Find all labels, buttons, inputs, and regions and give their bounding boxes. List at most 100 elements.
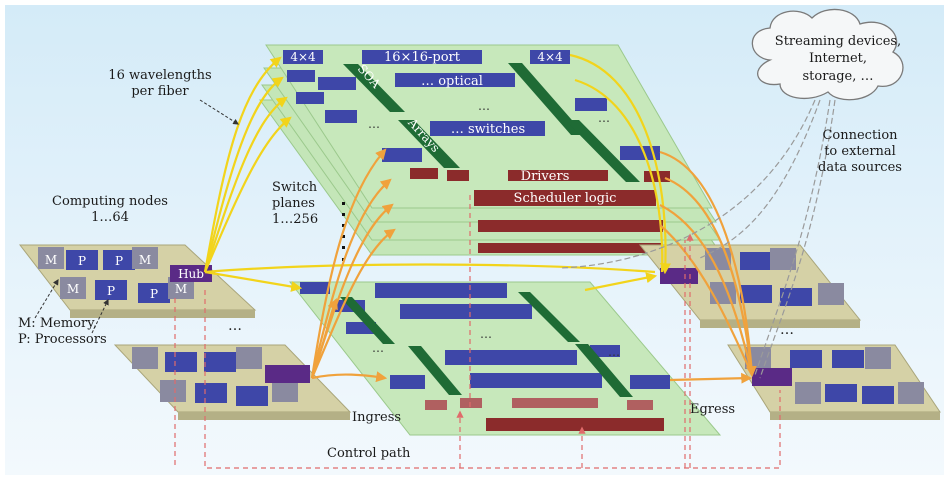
computing-nodes-label: Computing nodes 1…64	[40, 194, 180, 226]
hub-label: Hub	[178, 267, 204, 281]
processor-chip	[95, 280, 127, 300]
cloud-line2: Internet,	[809, 51, 867, 66]
chip-label: M	[45, 253, 57, 267]
port-16x16-chip	[362, 50, 482, 64]
egress-fibers-top	[569, 53, 671, 292]
computing-node-top-left: M P P M M P P M Hub	[18, 244, 257, 318]
lower-switch-plane: … … …	[288, 281, 722, 436]
wavelengths-line1: 16 wavelengths	[108, 68, 212, 83]
processor-chip	[66, 250, 98, 270]
soa-array-bar	[408, 346, 462, 395]
processor-chip	[195, 383, 227, 403]
small-chip	[300, 282, 330, 294]
egress-label: Egress	[690, 402, 736, 417]
plane-ellipsis: …	[478, 99, 490, 113]
cloud-line1: Streaming devices,	[775, 34, 901, 49]
memory-chip	[865, 347, 891, 369]
memory-chip	[710, 282, 736, 304]
scheduler-logic-block	[478, 243, 663, 253]
memory-chip	[236, 347, 262, 369]
memory-chip	[770, 248, 796, 270]
driver-chip	[447, 170, 469, 181]
plane-ellipsis: …	[368, 117, 380, 131]
small-chip	[590, 345, 620, 357]
chip-label: P	[107, 284, 115, 298]
node-ellipsis: …	[228, 318, 242, 334]
driver-chip	[627, 400, 653, 410]
chip-label: P	[150, 287, 158, 301]
scheduler-logic-block	[478, 220, 663, 232]
optical-label: … optical	[421, 74, 483, 89]
large-chip	[470, 373, 602, 388]
chip-legend: M: Memory, P: Processors	[18, 316, 107, 348]
memory-chip	[272, 380, 298, 402]
soa-array-bar	[398, 120, 460, 168]
port-4x4-right-label: 4×4	[537, 50, 563, 64]
wavelengths-pointer	[199, 99, 240, 125]
external-cloud: Streaming devices, Internet, storage, …	[751, 8, 904, 101]
ingress-fibers	[203, 56, 656, 292]
ingress-label: Ingress	[352, 410, 402, 425]
plane-ellipsis: …	[598, 111, 610, 125]
plane-ellipsis: …	[608, 345, 620, 359]
processor-chip	[740, 285, 772, 303]
orange-fibers	[310, 148, 757, 384]
control-path-label: Control path	[327, 446, 411, 461]
memory-chip	[168, 277, 194, 299]
port-4x4-right-chip	[530, 50, 570, 64]
large-chip	[400, 304, 532, 319]
processor-chip	[165, 352, 197, 372]
optical-chip	[395, 73, 515, 87]
processor-chip	[790, 350, 822, 368]
plane-ellipsis: …	[480, 327, 492, 341]
wavelengths-line2: per fiber	[131, 84, 189, 99]
soa-array-bar	[343, 64, 405, 112]
scheduler-logic-block	[474, 190, 656, 206]
external-connection-label: Connection to external data sources	[800, 128, 920, 176]
large-chip	[375, 283, 507, 298]
node-board-edge	[178, 412, 350, 420]
soa-array-bar	[575, 344, 633, 397]
small-chip	[620, 146, 660, 160]
switches-label: … switches	[451, 122, 525, 137]
soa-array-bar	[518, 292, 580, 342]
external-line3: data sources	[818, 160, 902, 175]
processor-chip	[740, 252, 772, 270]
driver-chip	[460, 398, 482, 408]
small-chip	[325, 110, 357, 123]
memory-chip	[60, 277, 86, 299]
node-board-edge	[70, 310, 255, 318]
memory-chip	[795, 382, 821, 404]
scheduler-logic-block	[486, 418, 664, 431]
processor-chip	[832, 350, 864, 368]
processor-chip	[825, 384, 857, 402]
driver-chip	[512, 398, 598, 408]
upper-switch-stack: 4×4 16×16-port 4×4 … optical … switches …	[259, 44, 723, 256]
memory-chip	[38, 247, 64, 269]
switch-planes-line3: 1…256	[272, 212, 319, 227]
small-chip	[390, 375, 425, 389]
control-path-lines	[174, 195, 781, 469]
large-chip	[445, 350, 577, 365]
memory-chip	[132, 247, 158, 269]
switches-chip	[430, 121, 545, 136]
chip-label: P	[115, 254, 123, 268]
chip-label: M	[139, 253, 151, 267]
memory-chip	[160, 380, 186, 402]
cloud-line3: storage, …	[803, 69, 874, 84]
processor-chip	[780, 288, 812, 306]
driver-chip	[410, 168, 438, 179]
memory-legend: M: Memory,	[18, 316, 97, 331]
hub-chip	[752, 368, 792, 386]
small-chip	[382, 148, 422, 162]
hub-chip	[170, 265, 212, 282]
wavelengths-label: 16 wavelengths per fiber	[100, 68, 220, 100]
node-board-edge	[770, 412, 940, 420]
small-chip	[287, 70, 315, 82]
computing-node-bottom-right	[727, 344, 941, 420]
port-16x16-label: 16×16-port	[384, 50, 461, 65]
memory-chip	[132, 347, 158, 369]
small-chip	[630, 375, 670, 389]
soa-array-bar	[565, 120, 640, 182]
small-chip	[318, 77, 356, 90]
